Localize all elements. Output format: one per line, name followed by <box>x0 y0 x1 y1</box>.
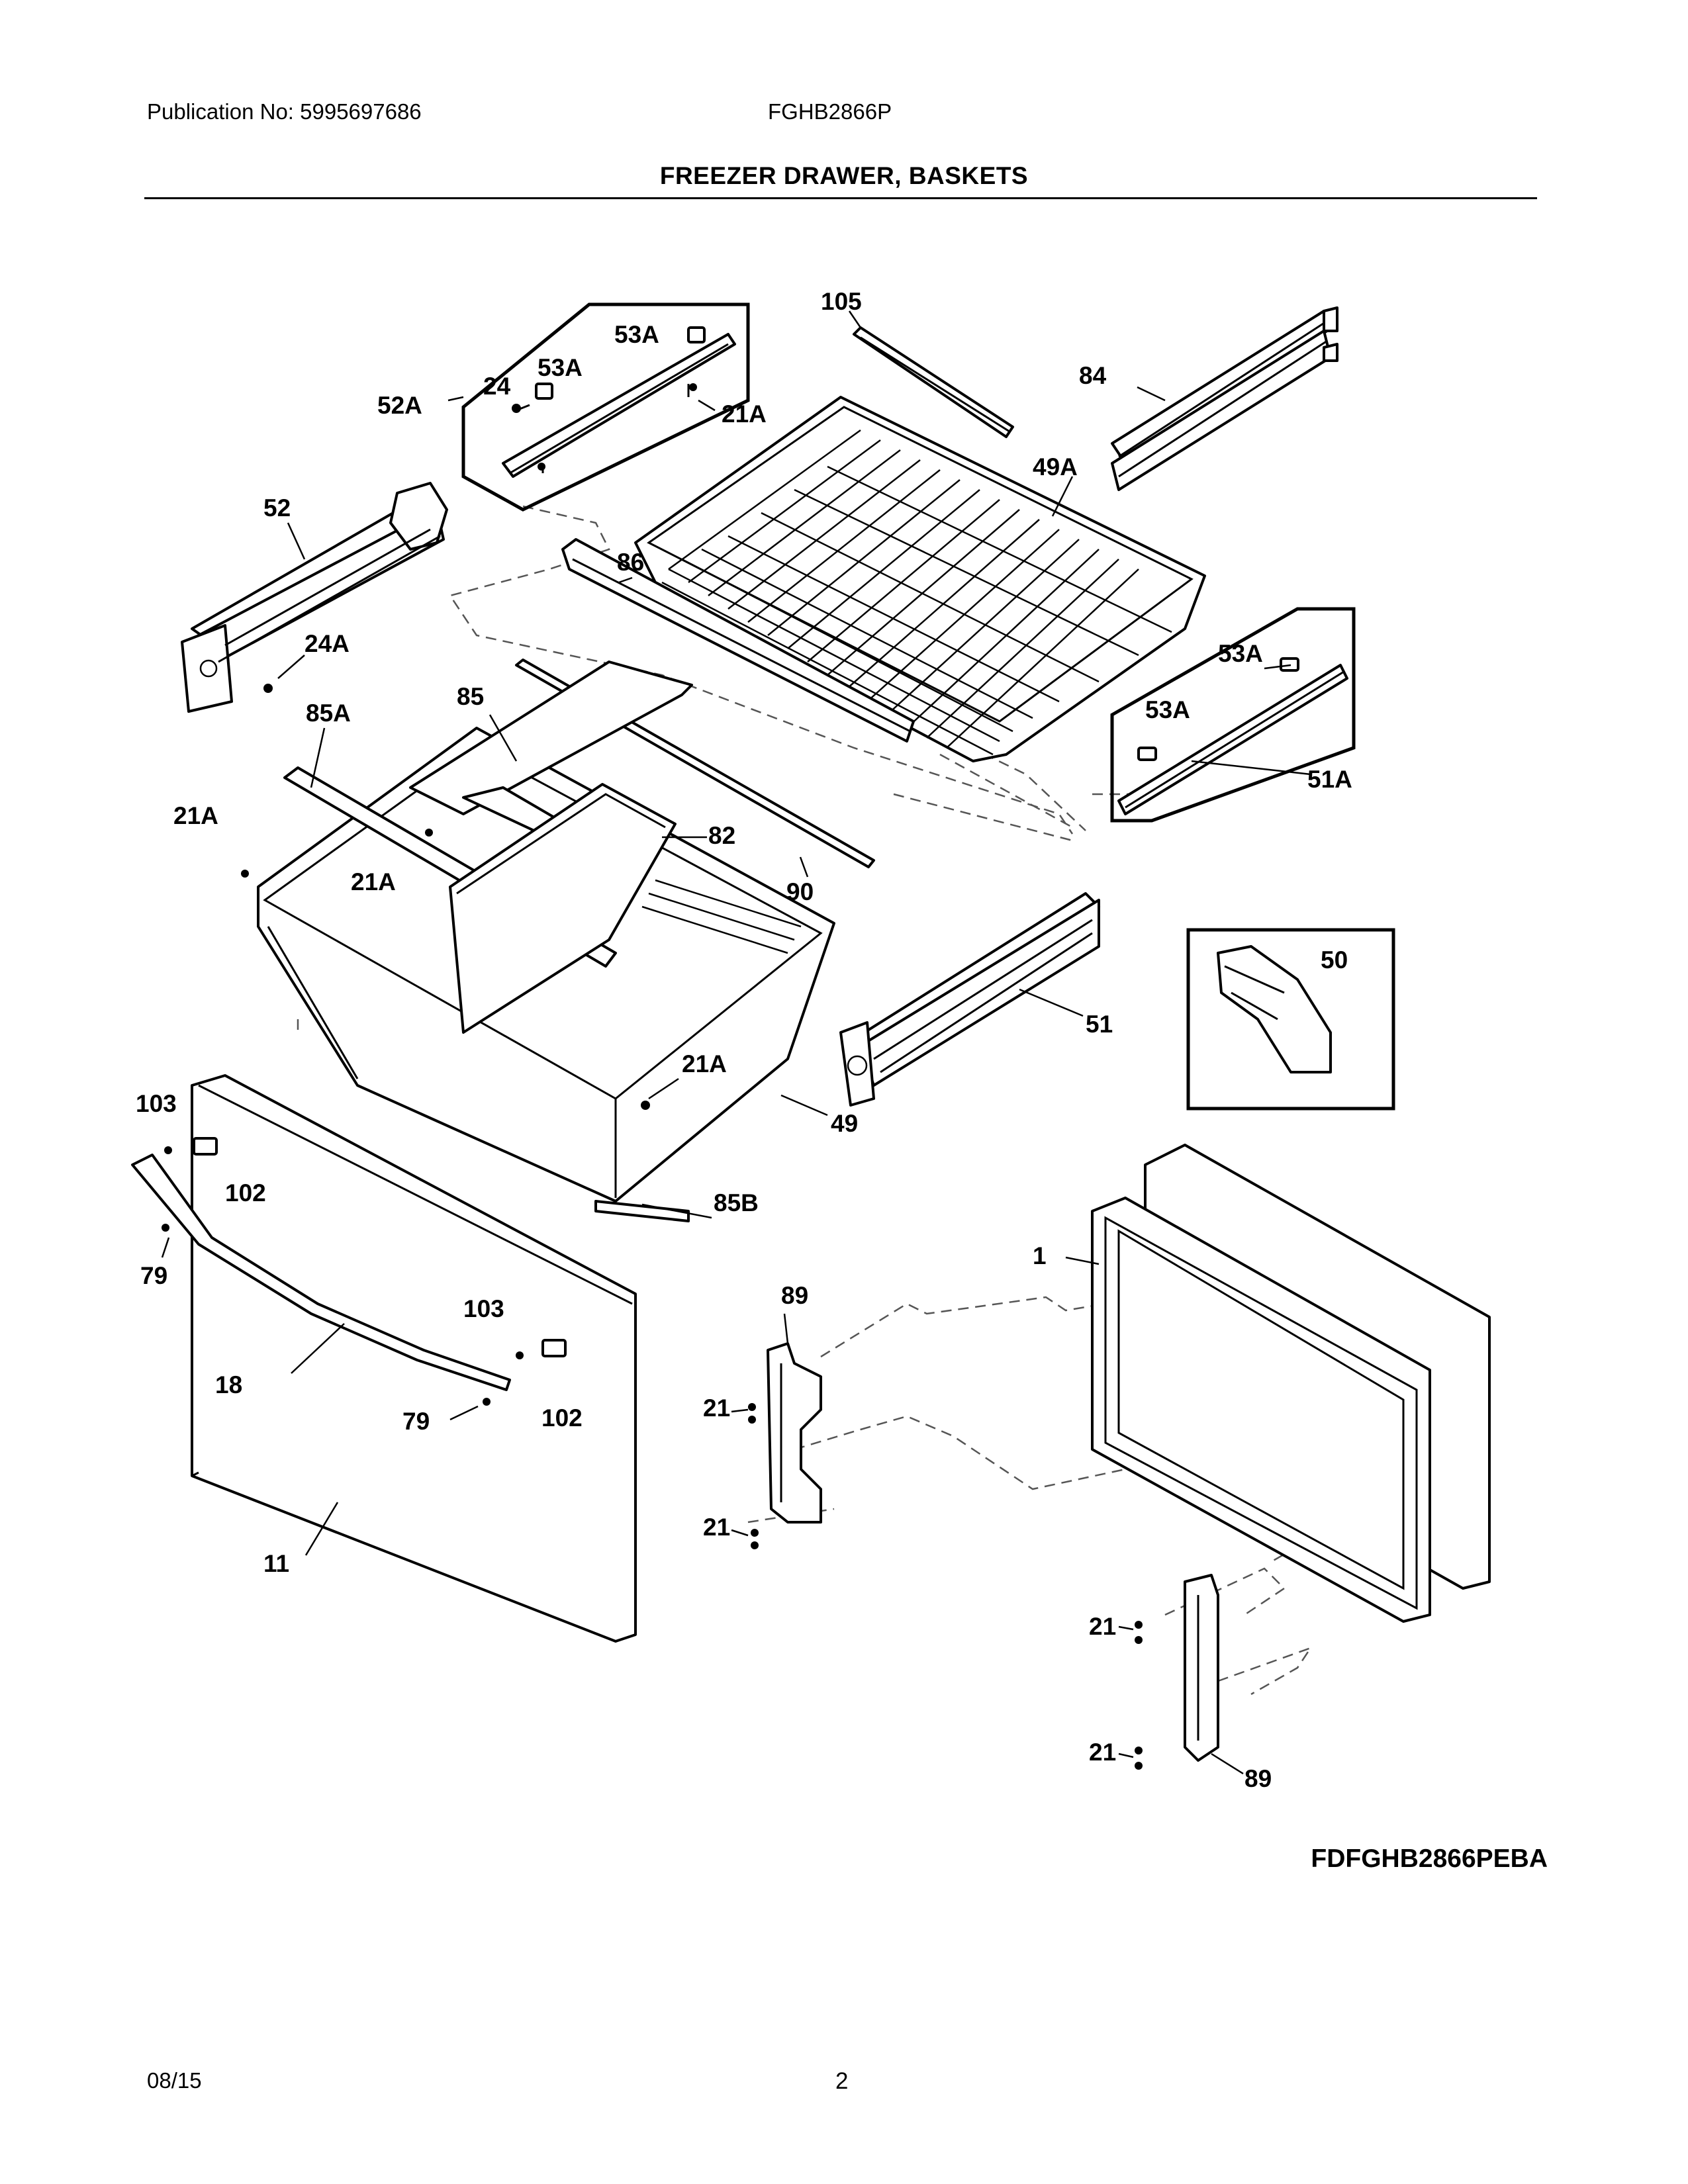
slide-rail-52 <box>181 482 448 713</box>
publication-number: Publication No: 5995697686 <box>147 99 422 124</box>
door-handle-18 <box>131 1154 511 1391</box>
callout-86: 86 <box>617 549 644 576</box>
detail-box-51A <box>1110 607 1356 823</box>
model-number: FGHB2866P <box>768 99 892 124</box>
callout-1: 1 <box>1033 1242 1047 1269</box>
trim-105 <box>853 326 1014 438</box>
callout-89: 89 <box>781 1282 808 1309</box>
title-rule <box>144 197 1537 199</box>
callout-102: 102 <box>225 1179 266 1206</box>
callout-21: 21 <box>1089 1613 1116 1640</box>
callout-53A: 53A <box>1218 640 1263 667</box>
callout-89: 89 <box>1244 1765 1272 1792</box>
callout-85A: 85A <box>306 700 351 727</box>
callout-11: 11 <box>263 1550 289 1577</box>
callout-79: 79 <box>140 1262 167 1289</box>
callout-21: 21 <box>703 1394 730 1422</box>
callout-21A: 21A <box>682 1050 727 1077</box>
callout-103: 103 <box>136 1090 177 1117</box>
callout-51: 51 <box>1086 1011 1113 1038</box>
callout-84: 84 <box>1079 362 1107 389</box>
callout-102: 102 <box>541 1404 583 1432</box>
callout-24A: 24A <box>305 630 350 657</box>
diagram-code: FDFGHB2866PEBA <box>1311 1844 1548 1873</box>
callout-79: 79 <box>402 1408 430 1435</box>
detail-box-52A <box>461 302 750 512</box>
screw-set <box>162 383 1143 1770</box>
door-liner-1 <box>1091 1144 1491 1623</box>
detail-box-50 <box>1186 928 1395 1111</box>
callout-82: 82 <box>708 822 735 849</box>
callout-21: 21 <box>703 1514 730 1541</box>
slide-rail-51 <box>839 892 1100 1107</box>
callout-21A: 21A <box>351 868 396 895</box>
callout-85: 85 <box>457 683 484 710</box>
page-number: 2 <box>835 2068 849 2094</box>
callout-21A: 21A <box>173 802 218 829</box>
leader-lines <box>161 310 1311 1775</box>
revision-date: 08/15 <box>147 2068 202 2093</box>
callout-52: 52 <box>263 494 291 522</box>
callout-49: 49 <box>831 1110 858 1137</box>
callout-49A: 49A <box>1033 453 1078 480</box>
wire-basket-49A <box>634 396 1206 762</box>
callout-90: 90 <box>786 878 814 905</box>
divider-84 <box>1111 306 1338 491</box>
callout-51A: 51A <box>1307 766 1352 793</box>
callout-24: 24 <box>483 373 511 400</box>
callout-85B: 85B <box>714 1189 759 1216</box>
callout-103: 103 <box>463 1295 504 1322</box>
bracket-89-left <box>767 1342 822 1524</box>
bracket-89-right <box>1184 1574 1219 1762</box>
callout-21: 21 <box>1089 1739 1116 1766</box>
trim-86 <box>561 538 915 743</box>
callout-21A: 21A <box>722 400 767 428</box>
callout-53A: 53A <box>538 354 583 381</box>
callout-105: 105 <box>821 288 862 315</box>
callout-53A: 53A <box>1145 696 1190 723</box>
page-title: FREEZER DRAWER, BASKETS <box>659 162 1029 189</box>
callout-50: 50 <box>1321 946 1348 974</box>
callout-52A: 52A <box>377 392 422 419</box>
callout-53A: 53A <box>614 321 659 348</box>
small-basket-82 <box>449 783 677 1034</box>
callout-labels: 105 84 53A 53A 24 52A 21A 49A 52 86 24A … <box>136 288 1352 1792</box>
callout-18: 18 <box>215 1371 242 1398</box>
